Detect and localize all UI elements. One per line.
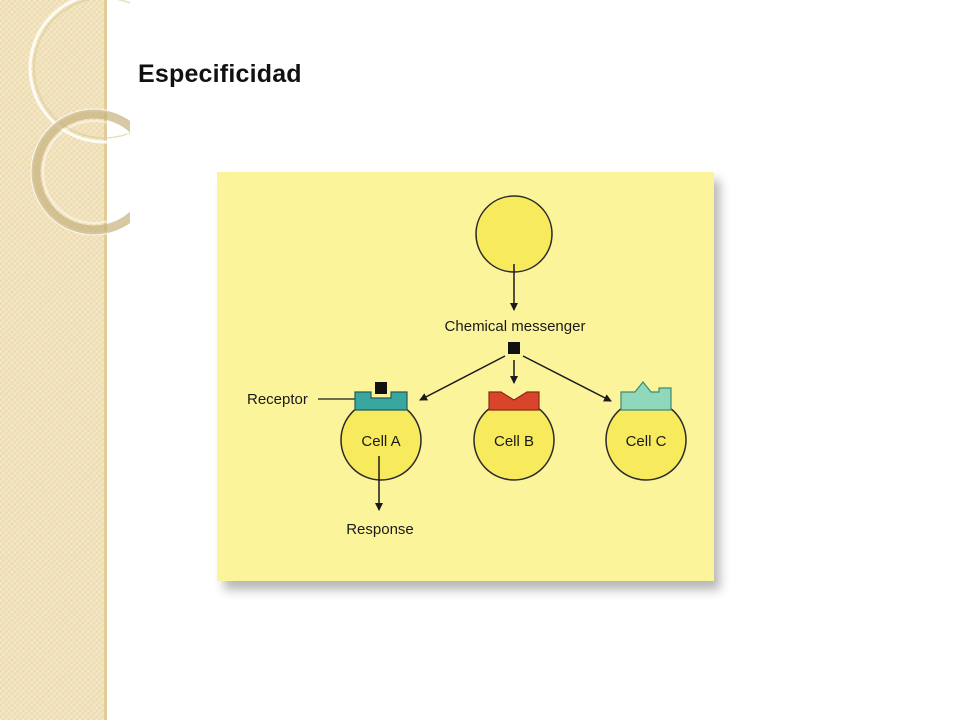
arrow-to-cell-c [522, 355, 612, 402]
messenger-label: Chemical messenger [445, 318, 586, 335]
cell-b-label: Cell B [494, 433, 534, 450]
side-band-edge [104, 0, 107, 720]
diagram-canvas: Chemical messenger Receptor Cell A Cell … [247, 195, 687, 538]
arrow-to-cell-a [419, 355, 506, 401]
cell-a-receptor [354, 391, 408, 411]
cell-c-receptor [620, 381, 672, 411]
slide-title: Especificidad [138, 60, 302, 88]
messenger-molecule [508, 342, 520, 354]
response-label: Response [346, 521, 414, 538]
receptor-label: Receptor [247, 391, 308, 408]
cell-a-label: Cell A [361, 433, 400, 450]
bound-messenger-molecule [375, 382, 387, 394]
cell-c-label: Cell C [626, 433, 667, 450]
cell-b-receptor [488, 391, 540, 411]
decorative-rings [28, 0, 130, 236]
secreting-cell [475, 195, 553, 273]
specificity-diagram: Chemical messenger Receptor Cell A Cell … [217, 172, 714, 581]
